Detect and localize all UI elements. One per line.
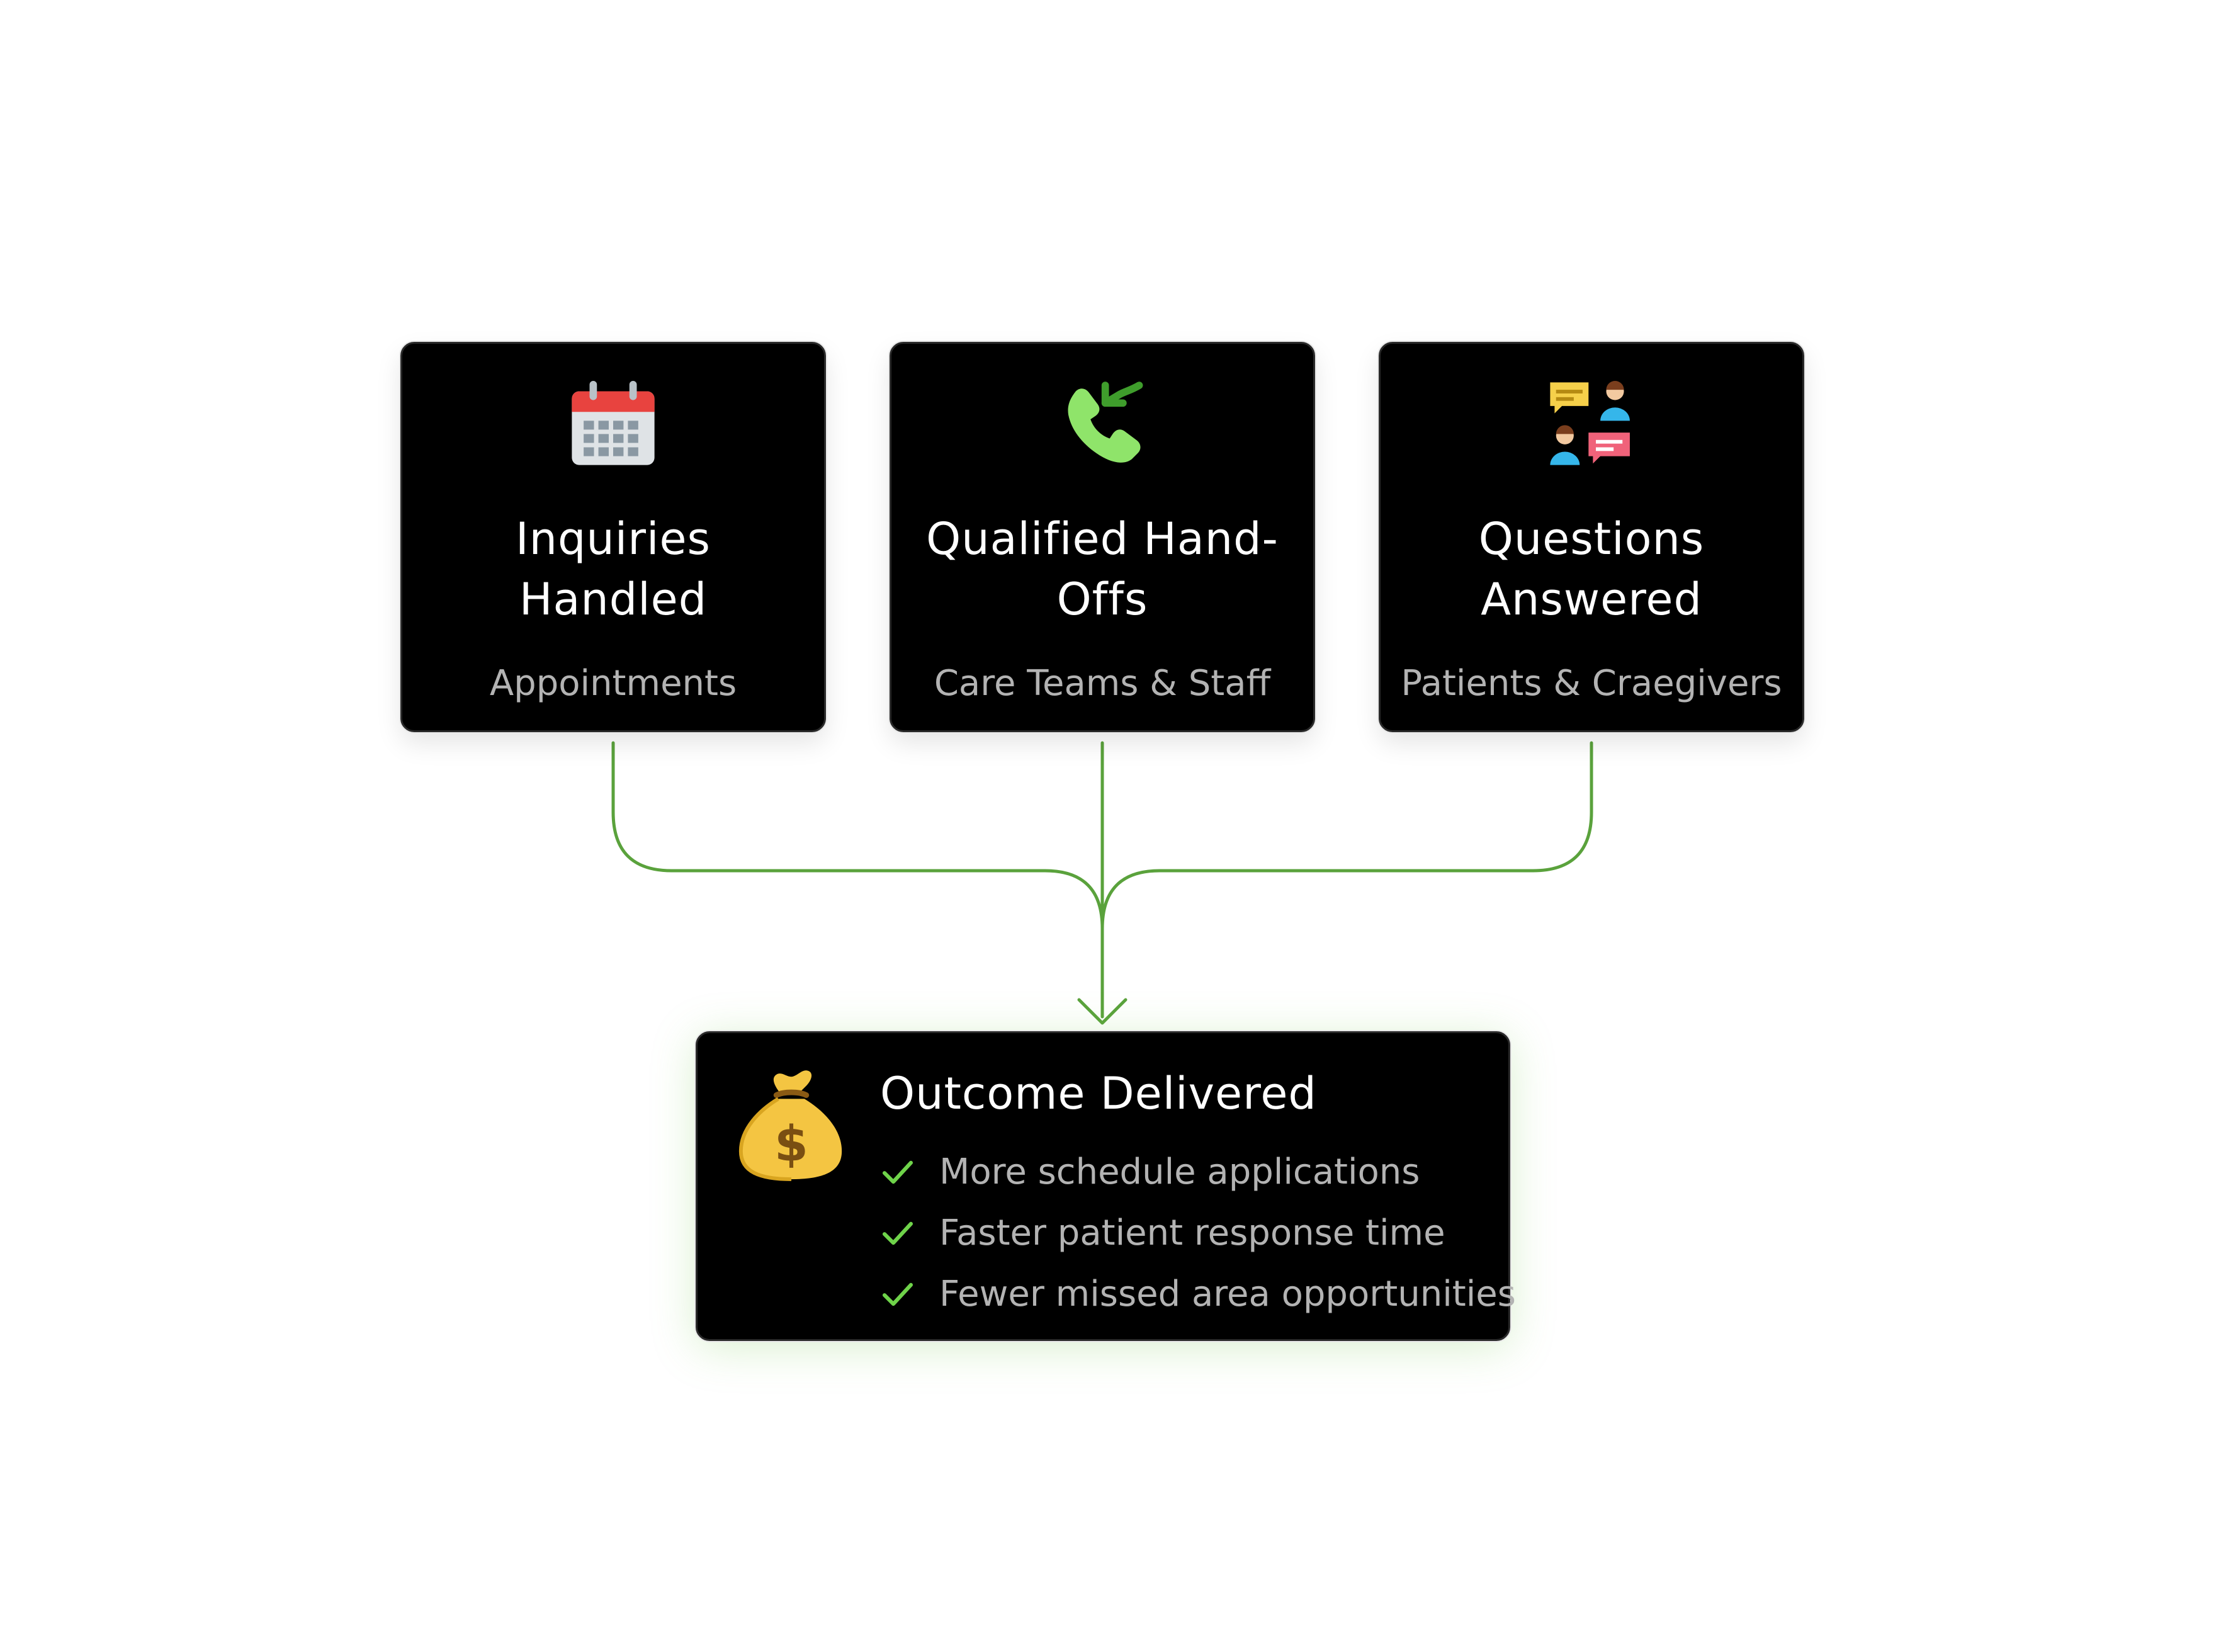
money-bag-icon: $	[738, 1070, 842, 1182]
connector-left	[611, 741, 1104, 931]
outcome-bullet: Fewer missed area opportunities	[880, 1264, 1516, 1325]
card-inquiries-handled: Inquiries Handled Appointments	[400, 342, 826, 732]
connector-arrowhead	[1077, 998, 1127, 1025]
outcome-bullet: More schedule applications	[880, 1141, 1516, 1202]
card-title: Qualified Hand- Offs	[910, 509, 1294, 630]
outcome-title: Outcome Delivered	[880, 1068, 1317, 1119]
outcome-bullet-text: More schedule applications	[939, 1151, 1420, 1192]
card-title-line-2: Handled	[519, 574, 708, 625]
card-title-line-1: Qualified Hand-	[926, 513, 1279, 565]
card-questions-answered: Questions Answered Patients & Craegivers	[1379, 342, 1804, 732]
card-title-line-1: Inquiries	[515, 513, 711, 565]
calendar-icon	[572, 381, 655, 465]
card-title: Inquiries Handled	[421, 509, 805, 630]
card-subtitle: Appointments	[489, 663, 737, 704]
connector-right	[1100, 741, 1593, 931]
card-outcome-delivered: $ Outcome Delivered More schedule applic…	[696, 1031, 1516, 1341]
card-subtitle: Care Teams & Staff	[934, 663, 1271, 704]
card-title: Questions Answered	[1399, 509, 1783, 630]
card-qualified-hand-offs: Qualified Hand- Offs Care Teams & Staff	[890, 342, 1315, 732]
check-icon	[882, 1282, 913, 1306]
svg-text:$: $	[774, 1116, 808, 1172]
card-title-line-2: Answered	[1481, 574, 1702, 625]
outcome-bullet-text: Fewer missed area opportunities	[939, 1273, 1516, 1315]
check-icon	[882, 1221, 913, 1245]
phone-transfer-icon	[1068, 382, 1143, 463]
card-subtitle: Patients & Craegivers	[1401, 663, 1782, 704]
conversation-icon	[1550, 381, 1630, 465]
outcome-bullet: Faster patient response time	[880, 1202, 1516, 1264]
card-title-line-2: Offs	[1056, 574, 1148, 625]
check-icon	[882, 1160, 913, 1184]
card-title-line-1: Questions	[1478, 513, 1705, 565]
outcome-bullet-list: More schedule applications Faster patien…	[880, 1141, 1516, 1325]
outcome-bullet-text: Faster patient response time	[939, 1212, 1445, 1253]
